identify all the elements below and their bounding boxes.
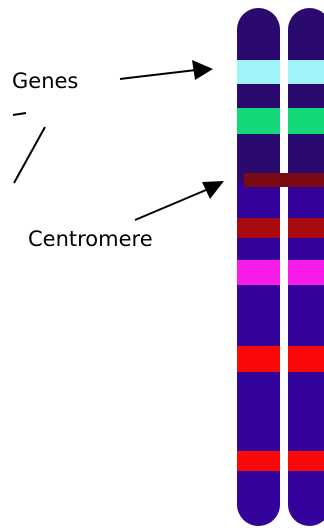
gene-band-dark-red <box>237 218 280 238</box>
pointer-stroke-diagonal <box>13 126 46 184</box>
pointer-stroke-short <box>12 112 27 116</box>
gene-band-red-1 <box>288 346 324 372</box>
centromere-label: Centromere <box>28 227 153 251</box>
centromere-arrow-line <box>134 189 207 221</box>
centromere-arrowhead <box>202 181 224 199</box>
right-chromatid <box>288 8 324 526</box>
gene-band-red-1 <box>237 346 280 372</box>
right-chromatid-upper-arm <box>288 8 324 183</box>
gene-band-green <box>237 108 280 134</box>
gene-band-green <box>288 108 324 134</box>
genes-arrowhead <box>192 60 213 80</box>
gene-band-magenta <box>237 260 280 285</box>
gene-band-cyan <box>237 60 280 84</box>
genes-label: Genes <box>12 69 78 93</box>
left-chromatid-upper-arm <box>237 8 280 183</box>
gene-band-red-2 <box>288 451 324 471</box>
genes-arrow-line <box>119 69 197 80</box>
gene-band-magenta <box>288 260 324 285</box>
gene-band-cyan <box>288 60 324 84</box>
gene-band-dark-red <box>288 218 324 238</box>
left-chromatid <box>237 8 280 526</box>
centromere-band <box>244 173 324 187</box>
gene-band-red-2 <box>237 451 280 471</box>
